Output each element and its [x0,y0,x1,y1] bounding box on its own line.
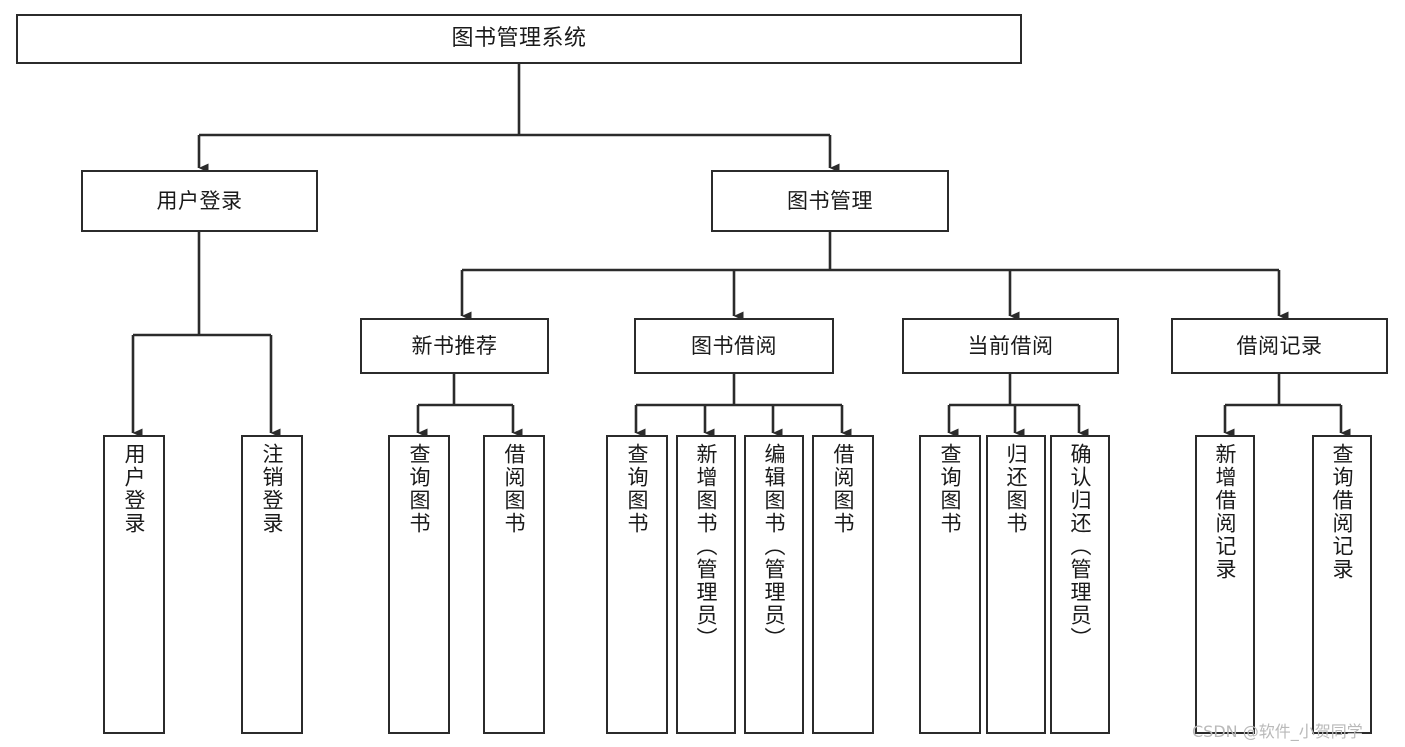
node-label: 归还图书 [1004,443,1029,535]
node-leaf-query-book-2[interactable]: 查询图书 [606,435,668,734]
watermark: CSDN @软件_小贺同学 [1192,722,1363,741]
node-label: 图书管理 [787,188,873,213]
node-leaf-logout-login[interactable]: 注销登录 [241,435,303,734]
node-label: 查询图书 [625,443,650,535]
node-label: 注销登录 [260,443,285,535]
node-label: 新增图书（管理员） [694,443,719,650]
node-label: 查询图书 [938,443,963,535]
node-label: 借阅图书 [831,443,856,535]
node-label: 查询图书 [407,443,432,535]
node-leaf-add-book[interactable]: 新增图书（管理员） [676,435,736,734]
node-label: 图书管理系统 [451,26,587,52]
node-label: 借阅记录 [1236,333,1323,358]
node-label: 图书借阅 [691,333,777,358]
node-label: 编辑图书（管理员） [762,443,787,650]
node-leaf-edit-book[interactable]: 编辑图书（管理员） [744,435,804,734]
node-user-login[interactable]: 用户登录 [81,170,318,232]
tree-connectors [131,64,1351,438]
node-leaf-return-book[interactable]: 归还图书 [986,435,1046,734]
node-leaf-user-login[interactable]: 用户登录 [103,435,165,734]
node-book-borrow[interactable]: 图书借阅 [634,318,834,374]
node-leaf-borrow-book-2[interactable]: 借阅图书 [812,435,874,734]
node-leaf-add-borrow-record[interactable]: 新增借阅记录 [1195,435,1255,734]
node-leaf-query-book-3[interactable]: 查询图书 [919,435,981,734]
node-leaf-confirm-return[interactable]: 确认归还（管理员） [1050,435,1110,734]
node-new-book-recommend[interactable]: 新书推荐 [360,318,549,374]
node-leaf-borrow-book-1[interactable]: 借阅图书 [483,435,545,734]
node-book-manage[interactable]: 图书管理 [711,170,949,232]
node-label: 用户登录 [156,188,243,213]
node-label: 用户登录 [122,443,147,535]
node-leaf-query-book-1[interactable]: 查询图书 [388,435,450,734]
node-leaf-query-borrow-record[interactable]: 查询借阅记录 [1312,435,1372,734]
node-label: 新书推荐 [411,333,498,358]
node-current-borrow[interactable]: 当前借阅 [902,318,1119,374]
node-label: 借阅图书 [502,443,527,535]
node-root-system[interactable]: 图书管理系统 [16,14,1022,64]
node-label: 查询借阅记录 [1330,443,1355,581]
node-label: 当前借阅 [967,333,1054,358]
node-borrow-record[interactable]: 借阅记录 [1171,318,1388,374]
node-label: 确认归还（管理员） [1068,443,1093,650]
node-label: 新增借阅记录 [1213,443,1238,581]
